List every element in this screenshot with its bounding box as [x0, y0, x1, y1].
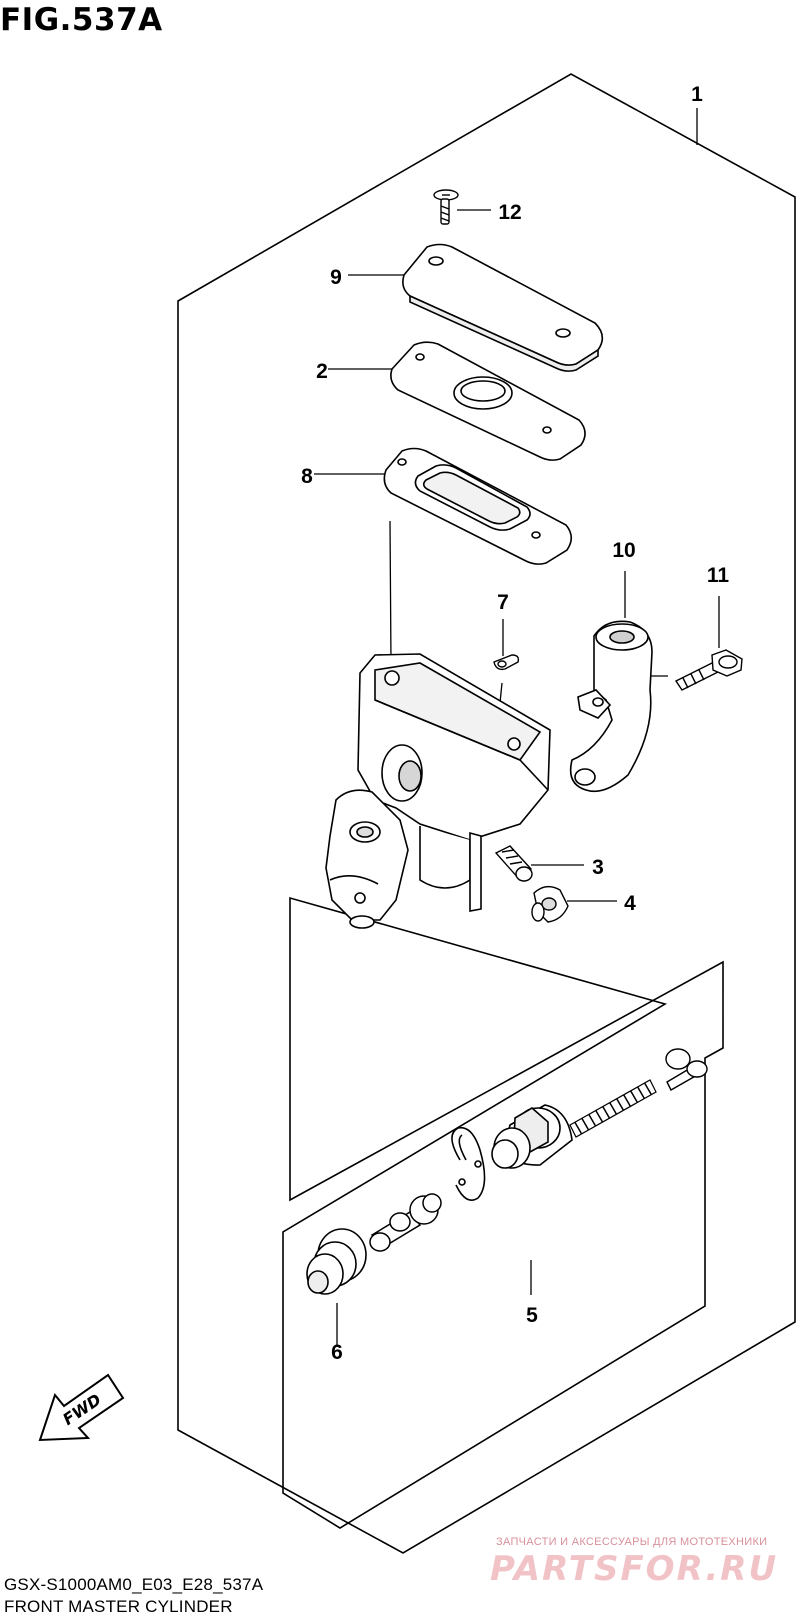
callout-8: 8 [301, 465, 313, 488]
reservoir-cap-part-9 [402, 243, 604, 372]
callout-9: 9 [330, 266, 342, 289]
figure-name: FRONT MASTER CYLINDER [4, 1597, 233, 1616]
screw-part-12 [433, 189, 459, 225]
callout-1: 1 [691, 83, 703, 106]
figure-code: GSX-S1000AM0_E03_E28_537A [4, 1575, 264, 1594]
piston-kit-outline [282, 896, 724, 1529]
diaphragm-plate-part-2 [390, 341, 586, 461]
cup-seal-part-6 [306, 1228, 367, 1295]
figure-title: FIG.537A [0, 2, 163, 38]
diaphragm-part-8 [383, 447, 573, 565]
callout-3: 3 [592, 856, 604, 879]
secondary-piston-component [369, 1193, 442, 1252]
callout-5: 5 [526, 1304, 538, 1327]
callout-12: 12 [498, 201, 521, 224]
circlip-component [451, 1126, 486, 1201]
master-cylinder-body [325, 653, 551, 929]
callout-2: 2 [316, 360, 328, 383]
callout-7: 7 [497, 591, 509, 614]
holder-part-10 [569, 620, 653, 793]
watermark-logo: PARTSFOR.RU [490, 1549, 779, 1589]
watermark-tagline: ЗАПЧАСТИ И АКСЕССУАРЫ ДЛЯ МОТОТЕХНИКИ [496, 1536, 768, 1548]
bleeder-cap-part-4 [531, 885, 569, 923]
bolt-part-11 [674, 649, 743, 691]
callout-6: 6 [331, 1341, 343, 1364]
callout-11: 11 [707, 564, 730, 587]
spring-component [569, 1079, 657, 1138]
forward-direction-arrow: FWD [38, 1373, 125, 1442]
callout-10: 10 [612, 539, 635, 562]
callout-4: 4 [624, 892, 636, 915]
assembly-outline [177, 73, 796, 1554]
clip-part-7 [493, 654, 520, 671]
push-rod-component [665, 1048, 708, 1091]
piston-component [491, 1104, 573, 1169]
bleeder-part-3 [494, 845, 533, 882]
